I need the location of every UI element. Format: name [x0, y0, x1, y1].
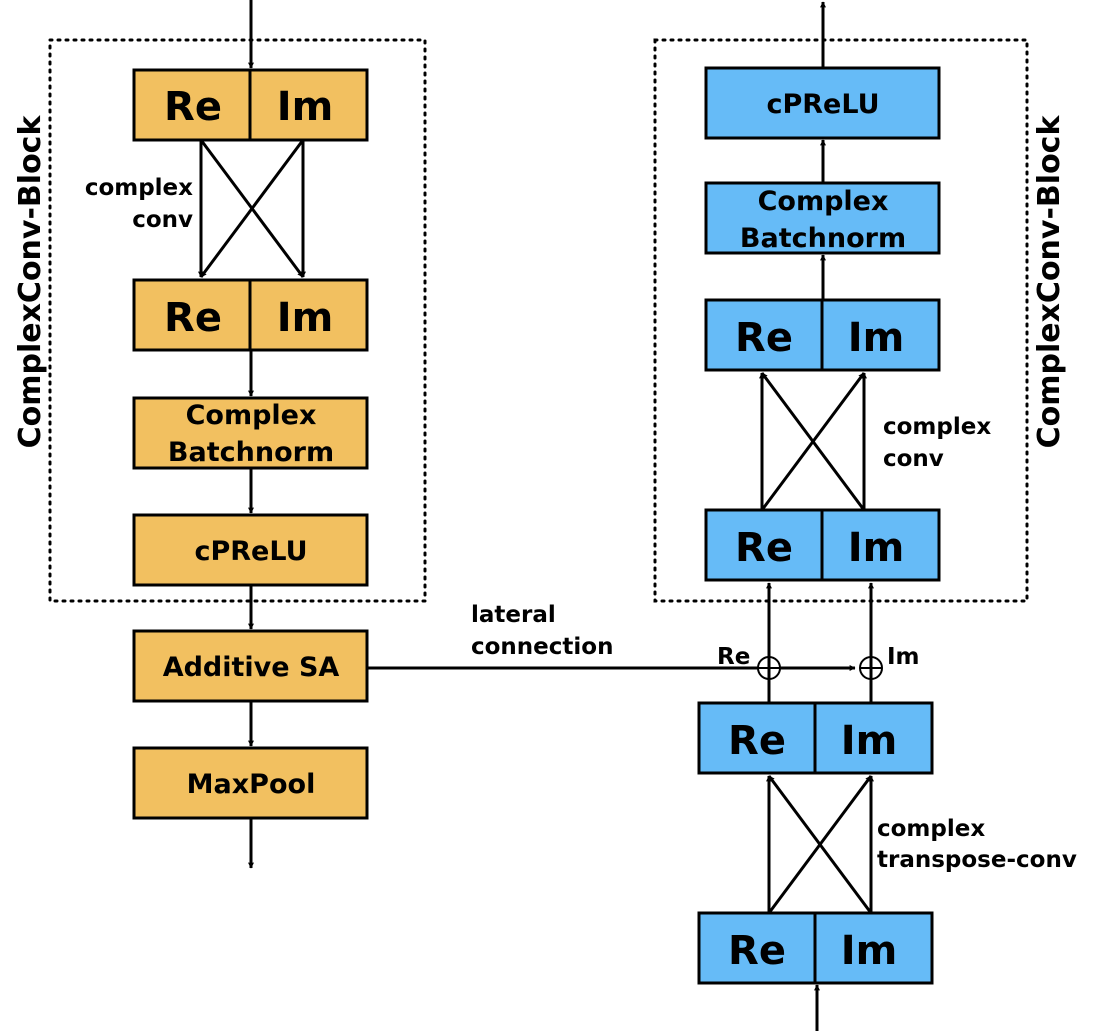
encoder-input-im-label: Im	[277, 84, 334, 130]
decoder-input-re-label: Re	[728, 928, 786, 974]
decoder-cprelu-box	[704, 66, 941, 140]
decoder-upsampled-re-label: Re	[728, 718, 786, 764]
decoder-conv-label-line2: conv	[883, 446, 944, 472]
decoder-transpose-connections	[766, 775, 874, 914]
encoder-cprelu-box	[132, 513, 369, 587]
decoder-block-frame	[653, 38, 1029, 603]
lateral-re-label: Re	[717, 644, 750, 670]
decoder-conv-output-re-box	[704, 298, 824, 372]
encoder-conv-connections	[198, 139, 306, 278]
decoder-batchnorm-label-line1: Complex	[758, 186, 889, 217]
encoder-conv-arrow-im-re	[199, 139, 305, 278]
encoder-block-frame	[48, 38, 427, 603]
decoder-conv-input-pair: Re Im	[704, 508, 941, 582]
encoder-additive-sa-label: Additive SA	[163, 652, 340, 683]
decoder-upsampled-im-box	[813, 701, 934, 775]
encoder-input-re-label: Re	[164, 84, 222, 130]
encoder-input-im-box	[248, 68, 369, 142]
encoder-additive-sa-box	[132, 629, 369, 703]
encoder-output-im-label: Im	[277, 295, 334, 341]
decoder-transpose-label-line2: transpose-conv	[877, 847, 1077, 873]
encoder-batchnorm-label-line2: Batchnorm	[168, 437, 334, 468]
encoder-conv-label-line1: complex	[85, 175, 193, 201]
decoder-input-re-box	[697, 911, 817, 985]
encoder-output-im-box	[248, 278, 369, 352]
decoder-conv-arrow-im-re	[760, 372, 866, 511]
decoder-upsampled-pair: Re Im	[697, 701, 934, 775]
encoder-maxpool-label: MaxPool	[187, 769, 316, 800]
decoder-upsampled-im-label: Im	[841, 718, 898, 764]
encoder-conv-label-line2: conv	[132, 207, 193, 233]
encoder-output-re-label: Re	[164, 295, 222, 341]
decoder-upsampled-re-box	[697, 701, 817, 775]
decoder-conv-input-im-box	[820, 508, 941, 582]
encoder-output-re-box	[132, 278, 252, 352]
decoder-transpose-label-line1: complex	[877, 816, 985, 842]
decoder-conv-connections	[759, 372, 867, 511]
decoder-tconv-arrow-im-re	[767, 775, 873, 914]
decoder-conv-input-re-label: Re	[735, 525, 793, 571]
encoder-batchnorm-label-line1: Complex	[186, 400, 317, 431]
encoder-cprelu-label: cPReLU	[194, 536, 307, 567]
decoder-conv-input-re-box	[704, 508, 824, 582]
decoder-batchnorm-box	[704, 181, 941, 255]
decoder-conv-output-pair: Re Im	[704, 298, 941, 372]
decoder-batchnorm-label-line2: Batchnorm	[740, 223, 906, 254]
decoder-input-im-box	[813, 911, 934, 985]
decoder-conv-output-im-label: Im	[848, 315, 905, 361]
lateral-label-line1: lateral	[471, 602, 556, 628]
decoder-conv-output-im-box	[820, 298, 941, 372]
encoder-output-pair: Re Im	[132, 278, 369, 352]
decoder-conv-label-line1: complex	[883, 414, 991, 440]
decoder-cprelu-label: cPReLU	[766, 89, 879, 120]
lateral-label-line2: connection	[471, 634, 613, 660]
encoder-input-re-box	[132, 68, 252, 142]
decoder-conv-output-re-label: Re	[735, 315, 793, 361]
decoder-conv-input-im-label: Im	[848, 525, 905, 571]
decoder-block-label: ComplexConv-Block	[1032, 115, 1067, 449]
decoder-input-im-label: Im	[841, 928, 898, 974]
decoder-input-pair: Re Im	[697, 911, 934, 985]
encoder-block-label: ComplexConv-Block	[13, 115, 48, 449]
lateral-im-label: Im	[887, 644, 920, 670]
encoder-input-pair: Re Im	[132, 68, 369, 142]
